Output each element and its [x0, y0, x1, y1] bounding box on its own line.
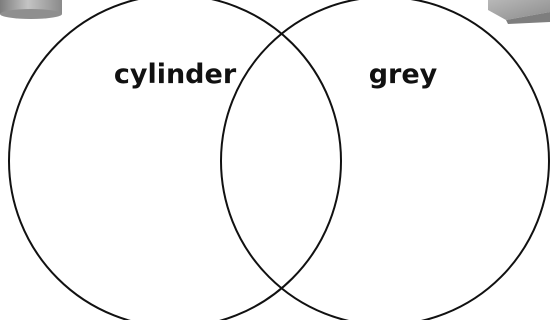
grey-cube-shape — [488, 0, 550, 24]
cylinder-shape — [0, 0, 62, 19]
venn-circle-right — [221, 0, 549, 320]
set-label-cylinder: cylinder — [114, 59, 237, 90]
set-label-grey: grey — [369, 59, 438, 90]
venn-circle-left — [9, 0, 341, 320]
